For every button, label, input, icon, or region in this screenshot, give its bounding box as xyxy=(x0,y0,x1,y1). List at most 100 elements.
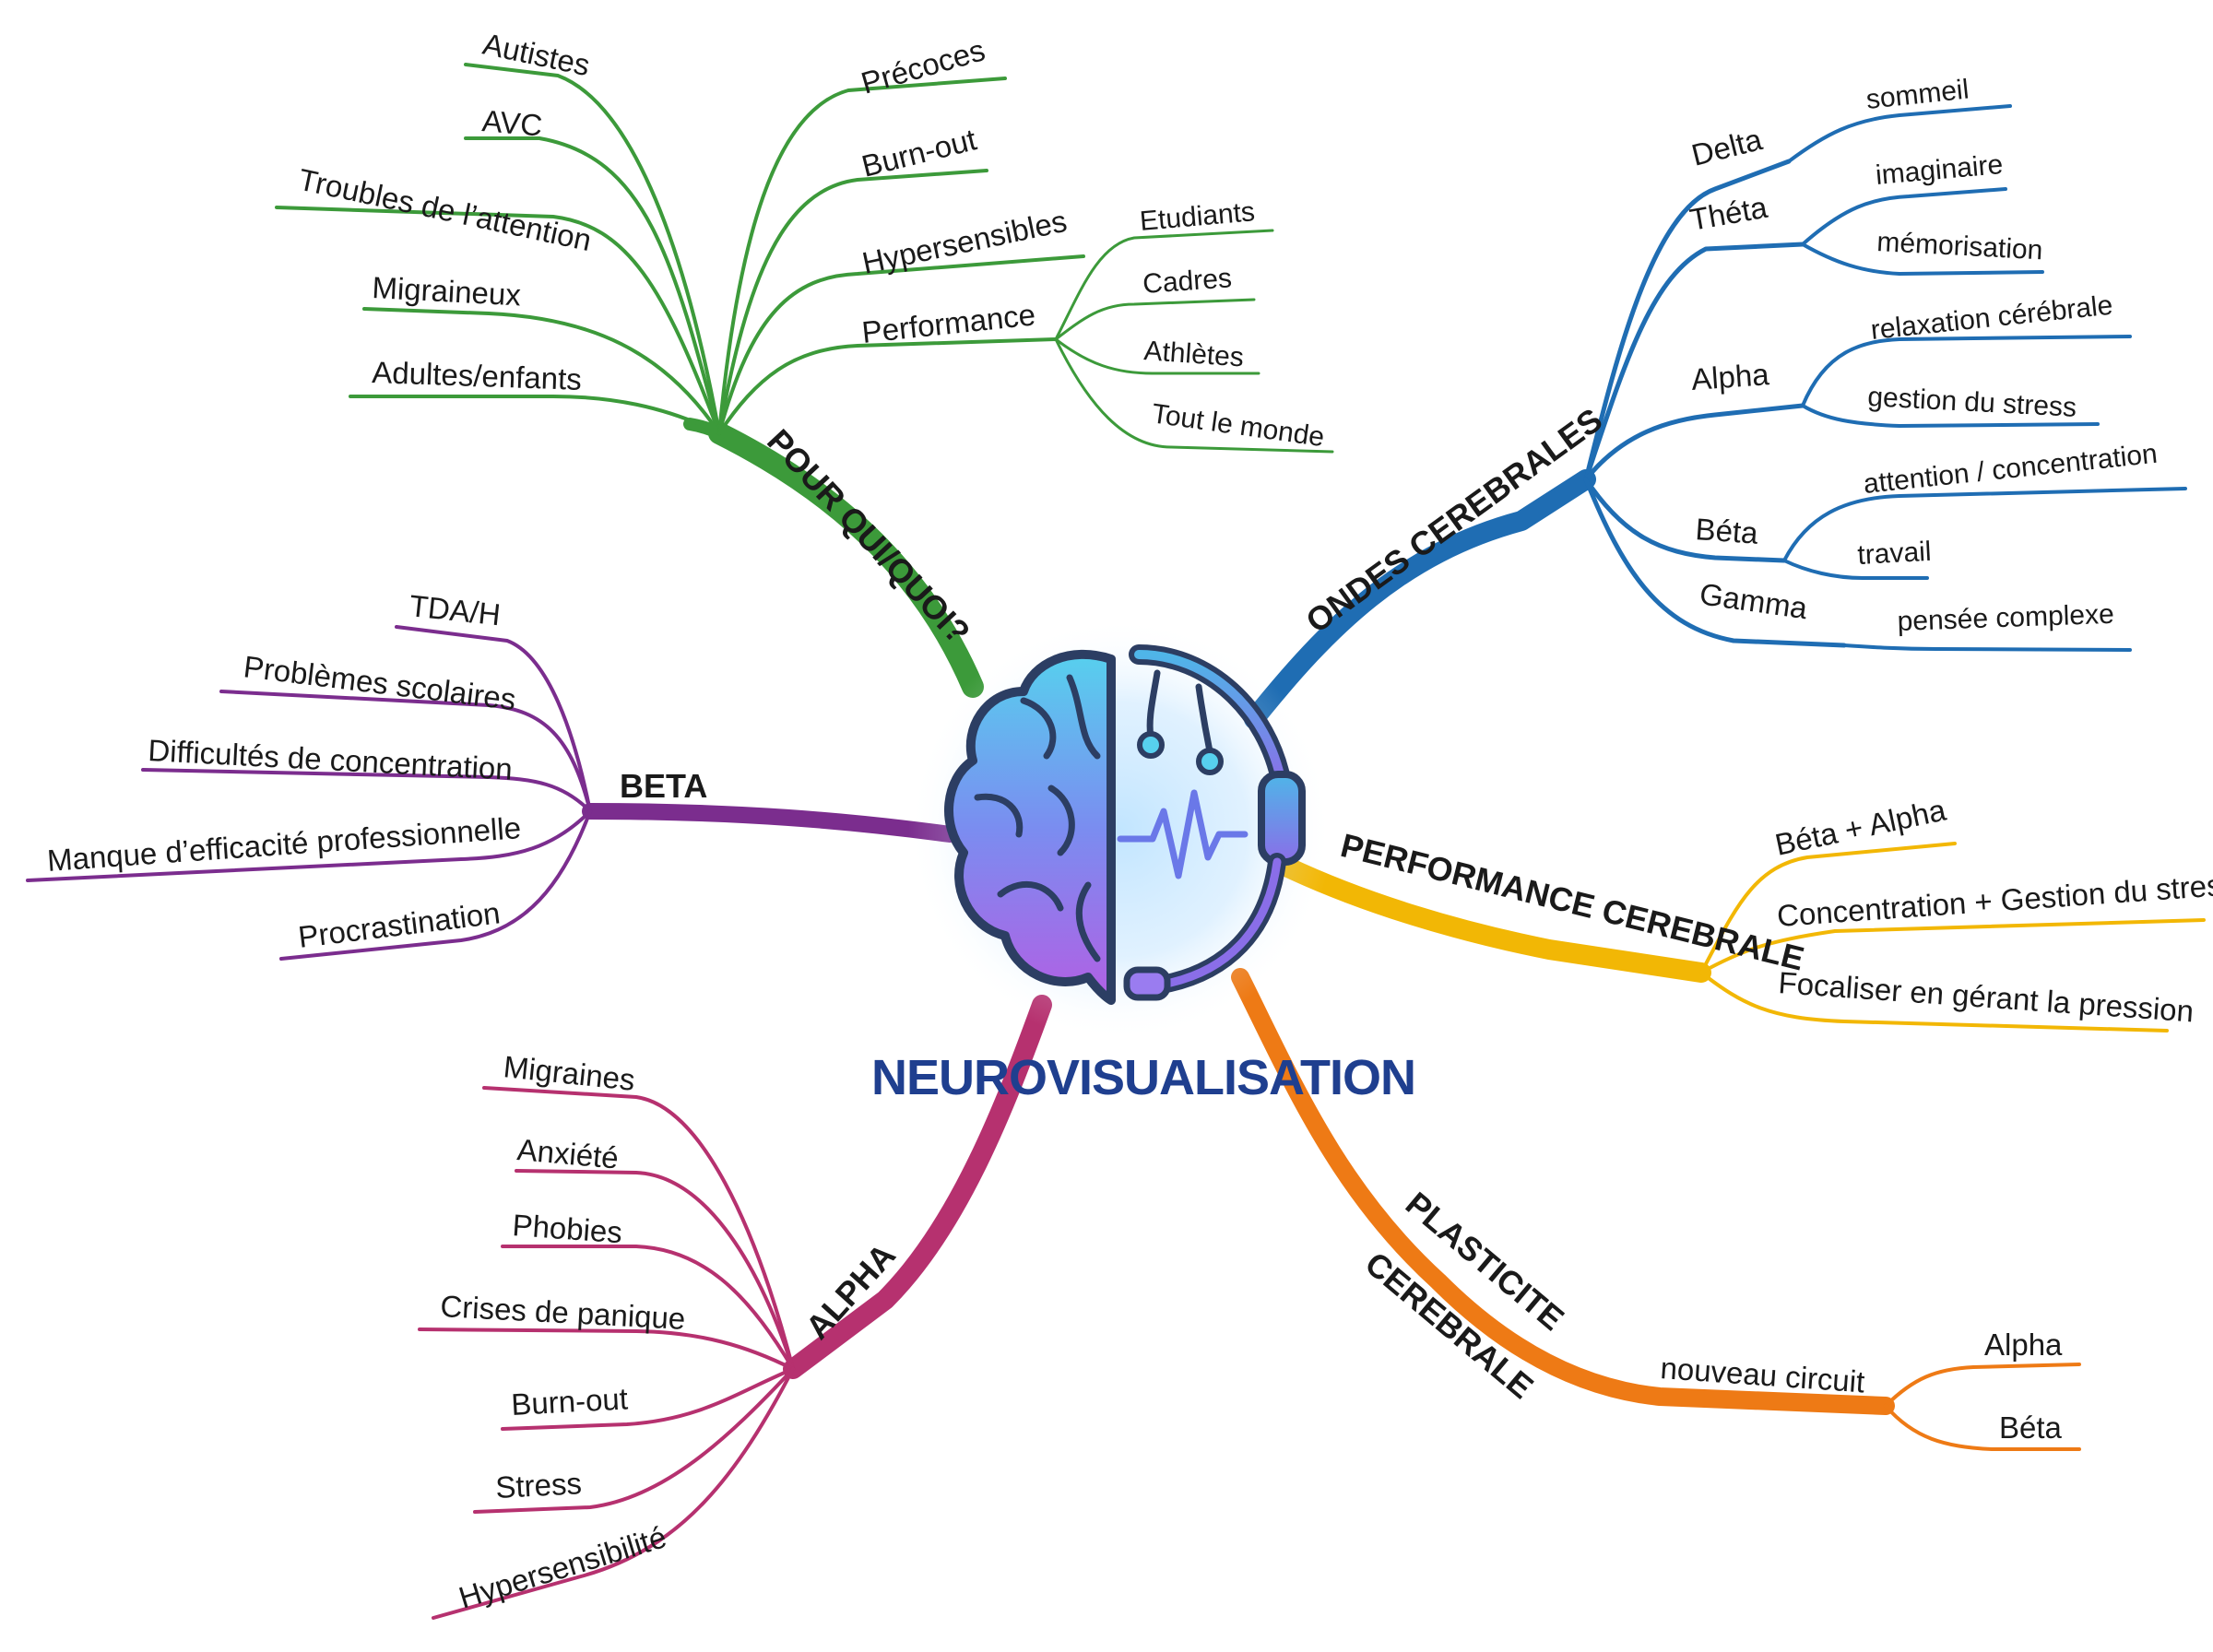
leaf-athletes: Athlètes xyxy=(1143,336,1245,372)
leaf-line xyxy=(1842,643,2132,652)
branch-pour-qui: POUR QUI/QUOI? Autistes AVC Troubles de … xyxy=(275,27,1334,698)
wave-alpha: Alpha xyxy=(1690,357,1770,396)
headset-arc-inner xyxy=(1134,650,1286,788)
leaf-line xyxy=(1699,971,2169,1032)
leaf-line xyxy=(26,809,592,882)
leaf-line xyxy=(418,1328,795,1371)
leaf-line xyxy=(275,206,721,435)
leaf-line xyxy=(501,1245,795,1371)
leaf-line xyxy=(432,1367,795,1620)
leaf-line xyxy=(349,395,721,435)
main-branch-line xyxy=(783,995,1052,1379)
wave-delta: Delta xyxy=(1688,122,1766,172)
leaf-line xyxy=(1054,337,1334,454)
leaf-stress: Stress xyxy=(494,1466,582,1504)
leaf-anxiete: Anxiété xyxy=(515,1132,620,1174)
leaf-etudiants: Etudiants xyxy=(1139,196,1256,237)
leaf-line xyxy=(717,169,988,435)
leaf-difficultes-concentration: Difficultés de concentration xyxy=(148,733,514,786)
leaf-problemes-scolaires: Problèmes scolaires xyxy=(242,649,517,716)
leaf-avc: AVC xyxy=(480,103,543,143)
leaf-line xyxy=(279,809,592,961)
leaf-imaginaire: imaginaire xyxy=(1875,149,2005,191)
brain-fold xyxy=(1020,697,1057,760)
leaf-line xyxy=(1787,104,2012,163)
branch-plasticite: PLASTICITE CEREBRALE nouveau circuit Alp… xyxy=(1231,968,2081,1451)
wave-line xyxy=(1583,477,1847,648)
leaf-line xyxy=(1801,335,2132,407)
brain-half xyxy=(944,649,1116,1005)
main-branch-line xyxy=(582,803,958,843)
leaf-line xyxy=(717,254,1085,435)
branch-beta: BETA TDA/H Problèmes scolaires Difficult… xyxy=(26,588,958,961)
branch-label-ondes: ONDES CEREBRALES xyxy=(1299,400,1609,640)
leaf-hypersensibilite: Hypersensibilité xyxy=(455,1519,670,1614)
leaf-tdah: TDA/H xyxy=(408,588,502,631)
main-branch-line xyxy=(1231,968,1895,1415)
brain-fold xyxy=(1047,785,1075,856)
leaf-line xyxy=(1782,487,2187,562)
branch-ondes: ONDES CEREBRALES Delta Théta Alpha Béta … xyxy=(1244,74,2187,729)
leaf-line xyxy=(1801,187,2007,246)
leaf-line xyxy=(464,63,721,435)
leaf-alpha-burn-out: Burn-out xyxy=(510,1381,628,1422)
leaf-adultes-enfants: Adultes/enfants xyxy=(372,355,583,396)
leaf-line xyxy=(1699,918,2206,974)
branch-label-pour-qui: POUR QUI/QUOI? xyxy=(760,421,977,651)
leaf-line xyxy=(501,1367,795,1431)
leaf-line xyxy=(1801,242,2044,276)
leaf-migraineux: Migraineux xyxy=(372,270,523,312)
wave-line xyxy=(1583,477,1787,563)
wave-line xyxy=(1583,242,1805,482)
leaf-line xyxy=(717,337,1058,435)
leaf-line xyxy=(1782,559,1929,580)
leaf-line xyxy=(515,1169,795,1371)
leaf-plasticite-alpha: Alpha xyxy=(1984,1328,2063,1362)
headset-earpiece xyxy=(1258,771,1306,866)
main-branch-line xyxy=(1244,469,1596,729)
wave-line xyxy=(1583,403,1805,482)
leaf-hypersensibles: Hypersensibles xyxy=(859,204,1070,280)
leaf-line xyxy=(1054,337,1260,375)
leaf-plasticite-beta: Béta xyxy=(1999,1410,2063,1445)
leaf-line xyxy=(1054,298,1256,341)
leaf-focaliser: Focaliser en gérant la pression xyxy=(1778,965,2195,1028)
leaf-line xyxy=(1054,229,1274,341)
wave-beta: Béta xyxy=(1695,512,1760,550)
circuit-node xyxy=(1137,731,1165,759)
leaf-travail: travail xyxy=(1857,537,1933,571)
mic-tip xyxy=(1123,966,1171,1001)
leaf-precoces: Précoces xyxy=(858,32,988,100)
leaf-line xyxy=(464,136,721,435)
headset-mic-inner xyxy=(1157,857,1282,989)
main-branch-line xyxy=(708,422,984,698)
pulse-line xyxy=(1117,789,1249,879)
brain-fold xyxy=(1066,674,1101,760)
leaf-line xyxy=(1801,404,2100,428)
leaf-pensee-complexe: pensée complexe xyxy=(1897,599,2114,637)
leaf-line xyxy=(1884,1404,2081,1451)
leaf-line xyxy=(473,1367,795,1514)
title: NEUROVISUALISATION xyxy=(871,1050,1415,1105)
branch-performance: PERFORMANCE CEREBRALE Béta + Alpha Conce… xyxy=(1276,792,2213,1032)
branch-label-beta: BETA xyxy=(620,767,707,805)
wave-gamma: Gamma xyxy=(1698,576,1810,625)
leaf-line xyxy=(717,77,1007,435)
brain-fold xyxy=(997,880,1064,912)
leaf-tout-le-monde: Tout le monde xyxy=(1150,398,1326,453)
leaf-line xyxy=(482,1086,795,1371)
leaf-gestion-stress: gestion du stress xyxy=(1867,382,2077,423)
leaf-line xyxy=(395,625,592,813)
leaf-phobies: Phobies xyxy=(512,1208,624,1249)
leaf-line xyxy=(1699,842,1957,974)
leaf-line xyxy=(141,768,592,813)
brain-headset-icon xyxy=(908,618,1332,1042)
leaf-line xyxy=(219,690,592,813)
leaf-line xyxy=(1884,1363,2081,1408)
leaf-cadres: Cadres xyxy=(1142,263,1233,300)
leaf-memorisation: mémorisation xyxy=(1876,227,2044,266)
wave-line xyxy=(1583,159,1792,482)
circuit-node xyxy=(1196,748,1224,775)
brain-fold xyxy=(974,793,1024,838)
